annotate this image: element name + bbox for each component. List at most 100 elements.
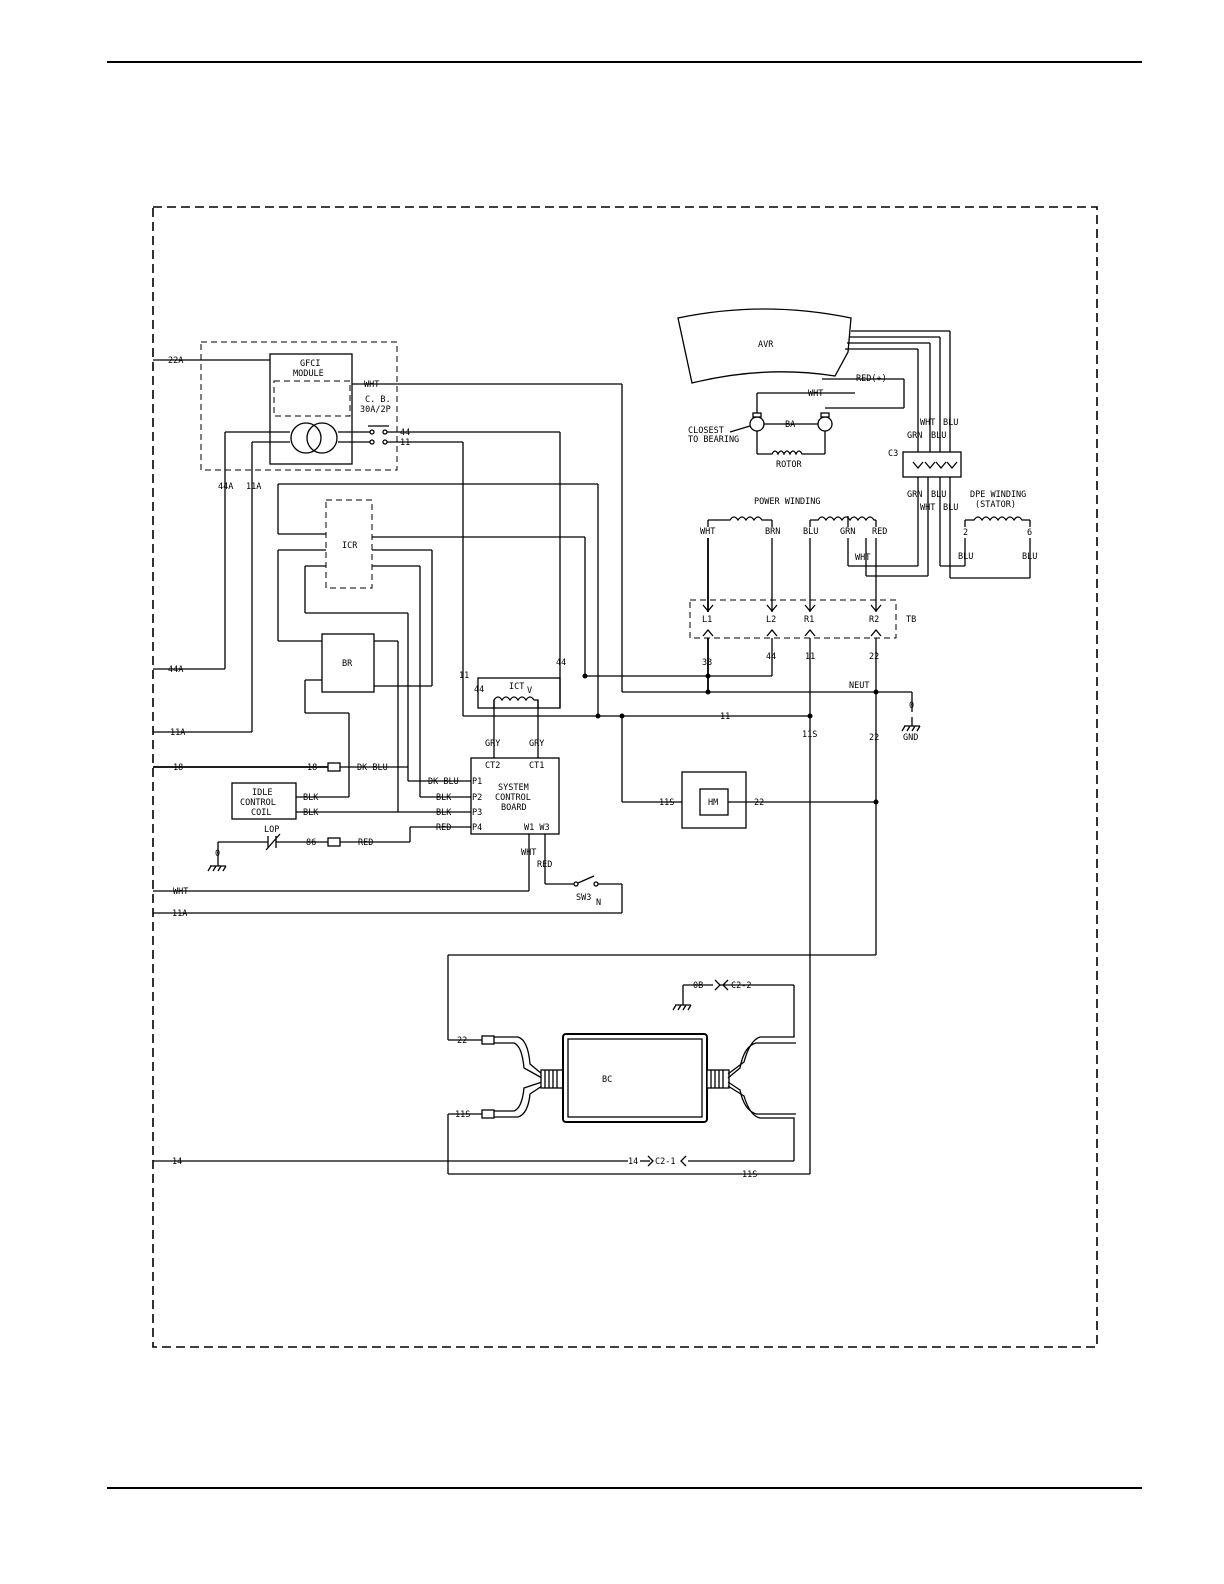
dkblu-p1-label: DK BLU <box>428 777 459 787</box>
lead-11a-label: 11A <box>170 728 185 738</box>
scb-system-label: SYSTEM <box>498 783 529 793</box>
lead-11a-bottom-label: 11A <box>172 909 187 919</box>
tb-44-label: 44 <box>766 652 776 662</box>
bc-11s-bottom-label: 11S <box>742 1170 757 1180</box>
gnd-0-label: 0 <box>909 701 914 711</box>
scb-red-label: RED <box>537 860 552 870</box>
lop-red-label: RED <box>358 838 373 848</box>
br-relay: BR <box>304 550 433 797</box>
c3-bot-grn-label: GRN <box>907 490 922 500</box>
dkblu-label: DK BLU <box>357 763 388 773</box>
ict-44-left-label: 44 <box>474 685 484 695</box>
dkblu-18-label: 18 <box>307 763 317 773</box>
gry-ct2-label: GRY <box>485 739 500 749</box>
icr-relay: ICR <box>277 483 598 676</box>
gry-ct1-label: GRY <box>529 739 544 749</box>
dpe-blu-left-label: BLU <box>958 552 973 562</box>
dpe-stator-label: (STATOR) <box>975 500 1016 510</box>
tb-label: TB <box>906 615 916 625</box>
pw-wht-label: WHT <box>700 527 715 537</box>
c3-label: C3 <box>888 449 898 459</box>
tb-r1-label: R1 <box>804 615 814 625</box>
scb-control-label: CONTROL <box>495 793 531 803</box>
lop-switch: LOP 86 RED 0 <box>207 825 410 872</box>
closest-label: CLOSEST <box>688 426 724 436</box>
ict-label: ICT <box>509 682 524 692</box>
neutral-ground: NEUT 0 GND <box>621 384 921 743</box>
hm-22-label: 22 <box>754 798 764 808</box>
power-winding: POWER WINDING WHT BRN BLU GRN RED WHT <box>700 497 928 612</box>
gfci-label: GFCI <box>300 359 320 369</box>
hm-label: HM <box>708 798 718 808</box>
rotor-label: ROTOR <box>776 460 802 470</box>
bc-14-label: 14 <box>628 1157 638 1167</box>
idle-label: IDLE <box>252 788 272 798</box>
neut-label: NEUT <box>849 681 869 691</box>
gfci-wht-label: WHT <box>364 380 379 390</box>
idle-control-coil: IDLE CONTROL COIL BLK BLK <box>231 782 398 820</box>
pw-red-label: RED <box>872 527 887 537</box>
c3-top-wht-label: WHT <box>920 418 935 428</box>
pw-wht2-label: WHT <box>855 553 870 563</box>
c3-top-grn-label: GRN <box>907 431 922 441</box>
blk-p3-label: BLK <box>436 808 452 818</box>
r2-22-label: 22 <box>869 733 879 743</box>
power-winding-label: POWER WINDING <box>754 497 821 507</box>
idle-coil-label: COIL <box>251 808 271 818</box>
bus-11-label: 11 <box>720 712 730 722</box>
scb-board-label: BOARD <box>501 803 527 813</box>
rotor-assembly: BA CLOSEST TO BEARING ROTOR <box>688 412 833 470</box>
ict-44-right-label: 44 <box>556 658 566 668</box>
gfci-module-label: MODULE <box>293 369 324 379</box>
lop-86-label: 86 <box>306 838 316 848</box>
avr-label: AVR <box>758 340 774 350</box>
bc-11s-label: 11S <box>455 1110 470 1120</box>
scb-p2-label: P2 <box>472 793 482 803</box>
tb-l2-label: L2 <box>766 615 776 625</box>
bc-label: BC <box>602 1075 612 1085</box>
to-bearing-label: TO BEARING <box>688 435 739 445</box>
lead-44a-label: 44A <box>168 665 183 675</box>
c2-2-label: C2-2 <box>731 981 751 991</box>
bc-22-label: 22 <box>457 1036 467 1046</box>
r1-11s-label: 11S <box>802 730 817 740</box>
ict-11-label: 11 <box>459 671 469 681</box>
red-p4-label: RED <box>436 823 451 833</box>
dpe-winding: DPE WINDING (STATOR) 2 6 BLU BLU <box>940 490 1037 579</box>
lead-44a-down-label: 44A <box>218 482 233 492</box>
terminal-block-tb: L1 L2 R1 R2 TB 33 44 11 22 <box>582 599 916 1174</box>
ob-label: 0B <box>693 981 703 991</box>
tb-11-label: 11 <box>805 652 815 662</box>
br-label: BR <box>342 659 353 669</box>
scb-p1-label: P1 <box>472 777 482 787</box>
blk-p2-label: BLK <box>436 793 452 803</box>
dpe-2-label: 2 <box>963 528 968 538</box>
ba-label: BA <box>785 420 795 430</box>
ict-transformer: ICT V 11 44 44 11 11S 22 <box>459 432 879 758</box>
dpe-6-label: 6 <box>1027 528 1032 538</box>
tb-33-label: 33 <box>702 658 712 668</box>
scb-wht-label: WHT <box>521 848 536 858</box>
idle-blk1-label: BLK <box>303 793 319 803</box>
c3-bot-blu-label: BLU <box>931 490 946 500</box>
icr-label: ICR <box>342 541 358 551</box>
gnd-label: GND <box>903 733 918 743</box>
lead-11a-down-label: 11A <box>246 482 261 492</box>
tb-22-label: 22 <box>869 652 879 662</box>
lead-14-label: 14 <box>172 1157 182 1167</box>
idle-control-label: CONTROL <box>240 798 276 808</box>
external-leads: 22A 44A 11A 18 WHT 11A 14 <box>153 356 628 1167</box>
idle-blk2-label: BLK <box>303 808 319 818</box>
tb-l1-label: L1 <box>702 615 712 625</box>
lead-wht-label: WHT <box>173 887 188 897</box>
c3-top-blu2-label: BLU <box>931 431 946 441</box>
avr-wht-label: WHT <box>808 389 823 399</box>
c3-top-blu-label: BLU <box>943 418 958 428</box>
dpe-label: DPE WINDING <box>970 490 1026 500</box>
hour-meter-hm: HM 11S 22 <box>621 716 879 829</box>
lead-18-label: 18 <box>173 763 183 773</box>
gfci-module: GFCI MODULE C. B. 30A/2P 44 11 WHT 44A 1… <box>200 341 622 732</box>
hm-11s-label: 11S <box>659 798 674 808</box>
scb-p3-label: P3 <box>472 808 482 818</box>
